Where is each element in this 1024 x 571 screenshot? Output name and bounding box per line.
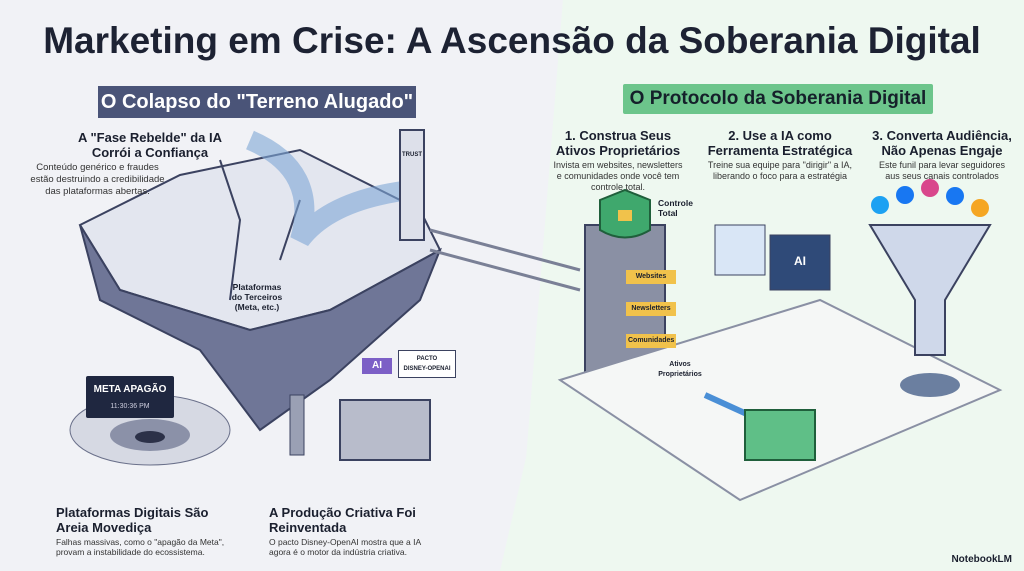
- notebooklm-logo: NotebookLM: [951, 554, 1012, 565]
- creative-heading-line-1: A Produção Criativa Foi: [269, 505, 416, 520]
- data-stream: [245, 130, 412, 247]
- ai-badge: AI: [362, 358, 392, 374]
- tower-newsletters: Newsletters: [626, 302, 676, 316]
- lock-icon: [618, 210, 632, 221]
- tower-websites: Websites: [626, 270, 676, 284]
- meta-outage-title: META APAGÃO: [93, 384, 167, 395]
- twitter-icon: [871, 196, 889, 214]
- creative-text-line-1: O pacto Disney-OpenAI mostra que a IA: [269, 537, 422, 547]
- cliff-label-line-1: Plataformas: [232, 282, 282, 292]
- meta-outage-popup: META APAGÃO 11:30:36 PM: [86, 376, 174, 418]
- step-1-heading-line-2: Ativos Proprietários: [555, 143, 681, 158]
- quicksand-text-line-2: provam a instabilidade do ecossistema.: [56, 547, 205, 557]
- facebook-icon: [946, 187, 964, 205]
- assets-label-line-2: Proprietários: [658, 371, 702, 378]
- step-2-text-line-1: Treine sua equipe para "dirigir" a IA,: [707, 160, 853, 170]
- quicksand-text: Falhas massivas, como o "apagão da Meta"…: [56, 537, 224, 557]
- creative-text-line-2: agora é o motor da indústria criativa.: [269, 547, 407, 557]
- creative-heading-line-2: Reinventada: [269, 520, 347, 535]
- step-2-text: Treine sua equipe para "dirigir" a IA,li…: [700, 160, 860, 182]
- platform: [557, 298, 1003, 502]
- rebel-text-line-2: estão destruindo a credibilidade: [30, 174, 165, 185]
- trust-label: TRUST: [402, 152, 422, 158]
- vortex-core: [135, 431, 165, 443]
- ai-screen: [769, 234, 831, 291]
- right-banner: O Protocolo da Soberania Digital: [623, 84, 933, 114]
- facebook-icon: [896, 186, 914, 204]
- ai-machine: [339, 399, 431, 461]
- cliff-label-line-2: do Terceiros: [231, 292, 283, 302]
- pact-line-2: DISNEY-OPENAI: [403, 366, 451, 372]
- asset-blocks: [744, 409, 816, 461]
- quicksand-heading-line-1: Plataformas Digitais São: [56, 505, 209, 520]
- step-3-heading: 3. Converta Audiência,Não Apenas Engaje: [862, 128, 1022, 158]
- rebel-heading-line-1: A "Fase Rebelde" da IA: [77, 130, 223, 145]
- step-3-heading-line-1: 3. Converta Audiência,: [872, 128, 1012, 143]
- step-3-text-line-2: aus seus canais controlados: [885, 171, 999, 181]
- meta-outage-time: 11:30:36 PM: [110, 403, 150, 410]
- step-3-heading-line-2: Não Apenas Engaje: [881, 143, 1003, 158]
- cliff-label-line-3: (Meta, etc.): [234, 302, 280, 312]
- rss-icon: [971, 199, 989, 217]
- page-title: Marketing em Crise: A Ascensão da Sobera…: [43, 20, 981, 61]
- left-banner: O Colapso do "Terreno Alugado": [98, 86, 416, 118]
- rebel-text-line-3: das plataformas abertas.: [45, 186, 150, 197]
- step-2-text-line-2: liberando o foco para a estratégia: [712, 171, 848, 181]
- quicksand-text-line-1: Falhas massivas, como o "apagão da Meta"…: [56, 537, 225, 547]
- funnel: [868, 224, 992, 356]
- chart-screen: [714, 224, 766, 276]
- step-1-text-line-2: e comunidades onde você tem: [556, 171, 680, 181]
- pact-document: PACTO DISNEY-OPENAI: [398, 350, 456, 378]
- tower-communities: Comunidades: [626, 334, 676, 348]
- screen-ai-label: AI: [794, 254, 806, 268]
- step-1-text-line-3: controle total.: [590, 182, 646, 192]
- trust-pillar: [399, 129, 425, 241]
- step-3-text-line-1: Este funil para levar seguidores: [878, 160, 1006, 170]
- rebel-text-line-1: Conteúdo genérico e fraudes: [36, 162, 159, 173]
- quicksand-heading-line-2: Areia Movediça: [56, 520, 152, 535]
- control-label-line-2: Total: [658, 208, 678, 218]
- pact-line-1: PACTO: [416, 356, 438, 362]
- step-1-heading-line-1: 1. Construa Seus: [564, 128, 672, 143]
- controlled-channel: [900, 373, 960, 397]
- step-2-heading-line-1: 2. Use a IA como: [728, 128, 832, 143]
- bridge: [429, 228, 581, 292]
- assets-label-line-1: Ativos: [669, 361, 691, 368]
- robot-arm: [289, 394, 305, 456]
- rebel-heading-line-2: Corrói a Confiança: [91, 145, 209, 160]
- cliff-face: [79, 224, 442, 432]
- instagram-icon: [921, 179, 939, 197]
- step-2-heading-line-2: Ferramenta Estratégica: [707, 143, 853, 158]
- step-1-text-line-1: Invista em websites, newsletters: [553, 160, 683, 170]
- control-label-line-1: Controle: [658, 198, 693, 208]
